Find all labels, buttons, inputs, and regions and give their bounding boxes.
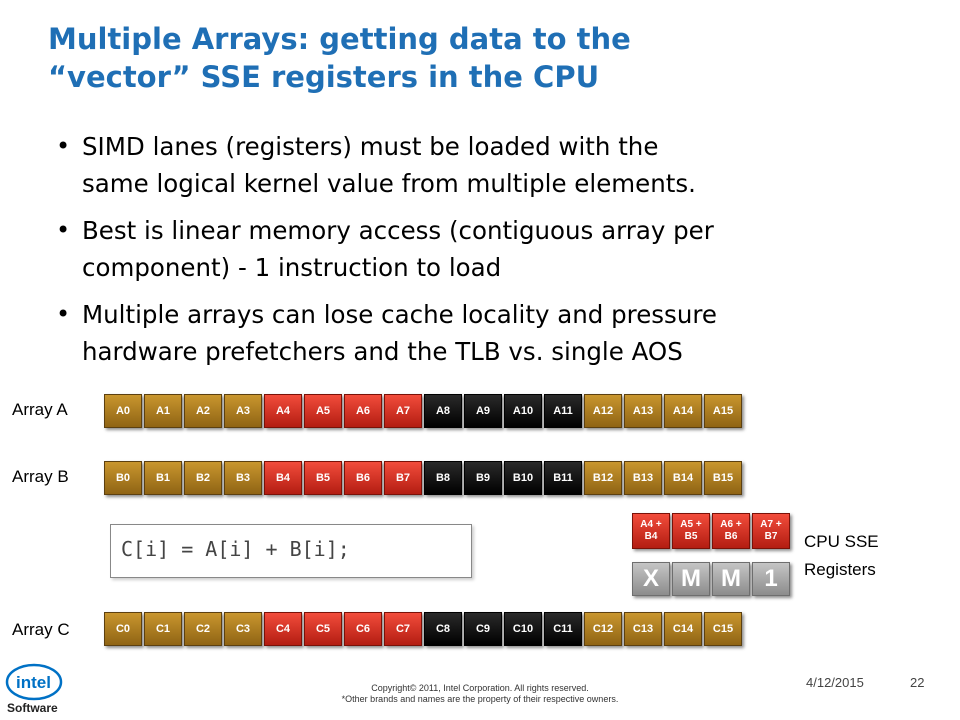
bullet-3-line-1: Multiple arrays can lose cache locality … xyxy=(82,300,717,329)
bullet-item: • SIMD lanes (registers) must be loaded … xyxy=(56,128,936,202)
array-b-cell: B0 xyxy=(104,461,142,495)
array-a-cell: A4 xyxy=(264,394,302,428)
array-b-cell: B3 xyxy=(224,461,262,495)
code-expression: C[i] = A[i] + B[i]; xyxy=(121,537,350,561)
array-c-cell: C10 xyxy=(504,612,542,646)
array-c-cell: C13 xyxy=(624,612,662,646)
array-b-cell: B5 xyxy=(304,461,342,495)
array-a-cell: A13 xyxy=(624,394,662,428)
bullet-1-line-1: SIMD lanes (registers) must be loaded wi… xyxy=(82,132,659,161)
sse-sum-cell: A4 +B4 xyxy=(632,513,670,549)
array-b-cell: B2 xyxy=(184,461,222,495)
xmm-register-row: X M M 1 xyxy=(632,562,792,596)
code-box: C[i] = A[i] + B[i]; xyxy=(110,524,472,578)
array-b-row: B0 B1 B2 B3 B4 B5 B6 B7 B8 B9 B10 B11 B1… xyxy=(104,461,744,497)
bullet-dot: • xyxy=(56,216,71,244)
array-c-cell: C0 xyxy=(104,612,142,646)
bullet-item: • Multiple arrays can lose cache localit… xyxy=(56,296,936,370)
bullet-2-line-2: component) - 1 instruction to load xyxy=(82,253,502,282)
array-b-cell: B8 xyxy=(424,461,462,495)
sse-sum-cell: A6 +B6 xyxy=(712,513,750,549)
array-c-cell: C14 xyxy=(664,612,702,646)
bullet-2-line-1: Best is linear memory access (contiguous… xyxy=(82,216,714,245)
array-a-cell: A3 xyxy=(224,394,262,428)
array-b-cell: B4 xyxy=(264,461,302,495)
array-b-cell: B10 xyxy=(504,461,542,495)
sse-sum-cell: A5 +B5 xyxy=(672,513,710,549)
array-c-cell: C1 xyxy=(144,612,182,646)
bullet-dot: • xyxy=(56,132,71,160)
array-a-cell: A12 xyxy=(584,394,622,428)
bullet-1-line-2: same logical kernel value from multiple … xyxy=(82,169,696,198)
array-b-cell: B6 xyxy=(344,461,382,495)
array-b-cell: B11 xyxy=(544,461,582,495)
xmm-letter-cell: M xyxy=(712,562,750,596)
array-c-cell: C9 xyxy=(464,612,502,646)
array-c-cell: C15 xyxy=(704,612,742,646)
array-b-cell: B15 xyxy=(704,461,742,495)
array-a-cell: A8 xyxy=(424,394,462,428)
array-a-cell: A0 xyxy=(104,394,142,428)
bullet-item: • Best is linear memory access (contiguo… xyxy=(56,212,936,286)
array-b-cell: B9 xyxy=(464,461,502,495)
array-a-cell: A14 xyxy=(664,394,702,428)
array-c-cell: C3 xyxy=(224,612,262,646)
xmm-letter-cell: 1 xyxy=(752,562,790,596)
array-c-cell: C12 xyxy=(584,612,622,646)
intel-software-logo: intel Software xyxy=(5,663,63,715)
array-a-cell: A5 xyxy=(304,394,342,428)
title-line-1: Multiple Arrays: getting data to the xyxy=(48,22,631,56)
array-b-label: Array B xyxy=(12,467,69,486)
array-a-cell: A15 xyxy=(704,394,742,428)
array-a-cell: A7 xyxy=(384,394,422,428)
array-b-cell: B13 xyxy=(624,461,662,495)
xmm-letter-cell: X xyxy=(632,562,670,596)
intel-logo-text: intel xyxy=(16,673,51,692)
array-a-cell: A2 xyxy=(184,394,222,428)
software-logo-text: Software xyxy=(7,701,58,715)
bullet-list: • SIMD lanes (registers) must be loaded … xyxy=(56,128,936,380)
array-c-cell: C6 xyxy=(344,612,382,646)
array-c-cell: C7 xyxy=(384,612,422,646)
sse-sum-cell: A7 +B7 xyxy=(752,513,790,549)
array-b-cell: B14 xyxy=(664,461,702,495)
array-c-label: Array C xyxy=(12,620,70,639)
array-c-cell: C8 xyxy=(424,612,462,646)
array-c-cell: C11 xyxy=(544,612,582,646)
bullet-3-line-2: hardware prefetchers and the TLB vs. sin… xyxy=(82,337,683,366)
array-a-row: A0 A1 A2 A3 A4 A5 A6 A7 A8 A9 A10 A11 A1… xyxy=(104,394,744,430)
footer-date: 4/12/2015 xyxy=(806,675,864,690)
array-a-cell: A10 xyxy=(504,394,542,428)
array-a-cell: A1 xyxy=(144,394,182,428)
title-line-2: “vector” SSE registers in the CPU xyxy=(48,60,600,94)
array-b-cell: B12 xyxy=(584,461,622,495)
array-a-cell: A11 xyxy=(544,394,582,428)
slide-title: Multiple Arrays: getting data to the “ve… xyxy=(48,20,928,96)
page-number: 22 xyxy=(910,675,925,690)
intel-swirl-icon xyxy=(5,663,63,701)
sse-sum-row: A4 +B4 A5 +B5 A6 +B6 A7 +B7 xyxy=(632,513,792,549)
xmm-letter-cell: M xyxy=(672,562,710,596)
array-a-label: Array A xyxy=(12,400,68,419)
array-b-cell: B7 xyxy=(384,461,422,495)
array-c-cell: C4 xyxy=(264,612,302,646)
array-c-row: C0 C1 C2 C3 C4 C5 C6 C7 C8 C9 C10 C11 C1… xyxy=(104,612,744,648)
array-c-cell: C5 xyxy=(304,612,342,646)
bullet-dot: • xyxy=(56,300,71,328)
footer-copyright: Copyright© 2011, Intel Corporation. All … xyxy=(341,683,619,704)
array-a-cell: A6 xyxy=(344,394,382,428)
array-c-cell: C2 xyxy=(184,612,222,646)
array-b-cell: B1 xyxy=(144,461,182,495)
array-a-cell: A9 xyxy=(464,394,502,428)
